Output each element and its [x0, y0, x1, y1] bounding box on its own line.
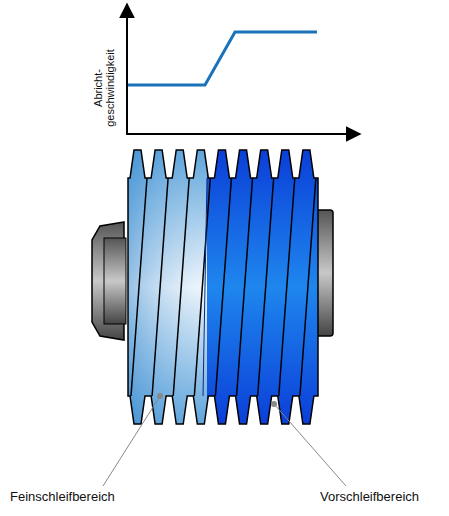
thread-line	[258, 178, 274, 396]
speed-curve	[128, 32, 317, 85]
thread-line	[215, 178, 231, 396]
zone-label: Feinschleifbereich	[10, 489, 115, 504]
axis-label: Abricht- geschwindigkeit	[92, 40, 116, 136]
leader-dot	[157, 393, 163, 399]
worm-body	[128, 150, 318, 424]
leader-dot	[271, 401, 277, 407]
fine-grinding-shade	[128, 150, 207, 424]
zone-label: Vorschleifbereich	[320, 489, 419, 504]
fine-grinding-zone	[128, 150, 207, 424]
thread-line	[300, 178, 316, 396]
rough-grinding-zone	[207, 150, 318, 424]
worm-outline	[128, 150, 318, 424]
zone-border	[203, 178, 207, 396]
leader-line	[103, 396, 160, 486]
left-flange	[104, 238, 126, 324]
thread-line	[131, 178, 147, 396]
leader-line	[274, 404, 346, 486]
x-axis	[126, 133, 360, 135]
thread-line	[173, 178, 189, 396]
thread-line	[279, 178, 295, 396]
thread-line	[194, 178, 210, 396]
thread-line	[152, 178, 168, 396]
y-axis	[126, 4, 128, 134]
thread-line	[237, 178, 253, 396]
